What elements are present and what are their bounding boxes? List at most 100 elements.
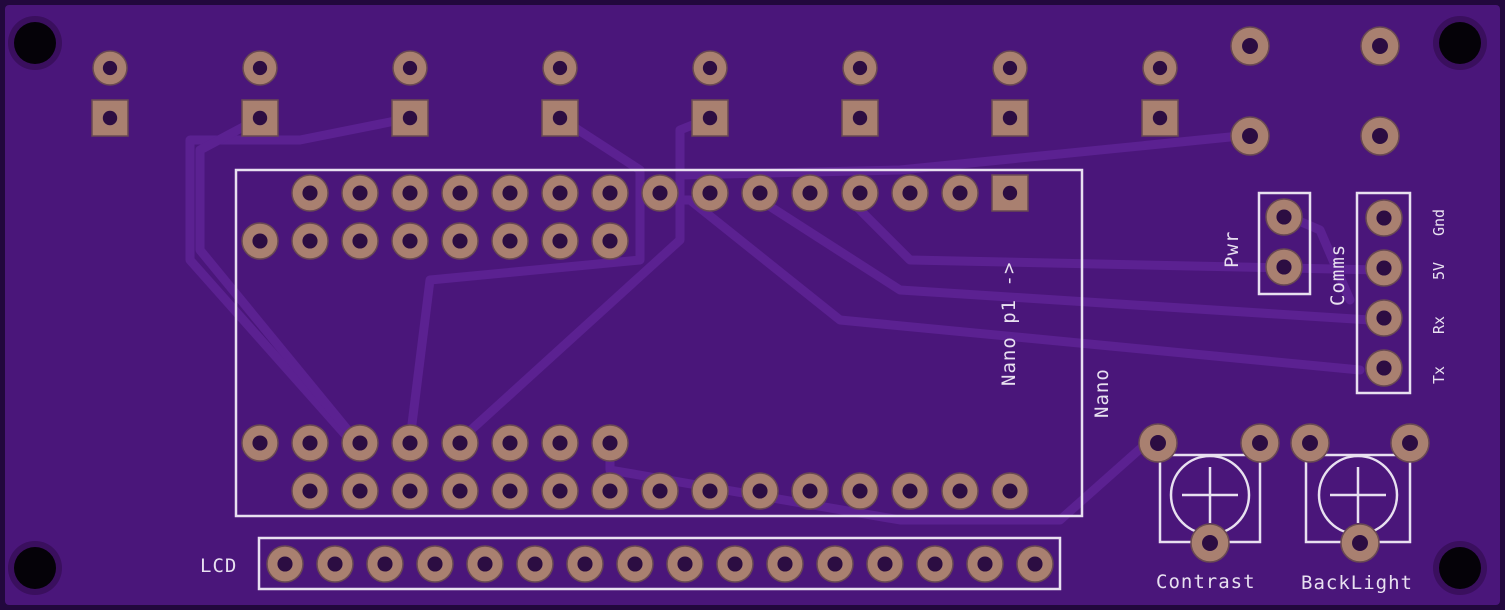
nano-pad-hole — [302, 185, 318, 201]
nano-pad-hole — [802, 185, 818, 201]
nano-outline — [234, 168, 1084, 518]
lcd-pad-hole — [877, 556, 893, 572]
nano-pad-hole — [302, 233, 318, 249]
nano-pad-hole — [602, 233, 618, 249]
backlight-pot-pad-hole — [1402, 435, 1418, 451]
nano-pin1-pad — [991, 174, 1029, 212]
lcd-pad-hole — [577, 556, 593, 572]
lcd-pad-hole — [927, 556, 943, 572]
nano-pad-hole — [752, 483, 768, 499]
nano-pad-hole — [502, 185, 518, 201]
nano-pad-hole — [502, 233, 518, 249]
pwr-pad-hole — [1276, 259, 1292, 275]
header-pad-hole — [402, 60, 418, 76]
gnd-label: Gnd — [1430, 209, 1448, 236]
nano-pad-hole — [602, 185, 618, 201]
copper-trace — [755, 195, 1375, 325]
tx-label: Tx — [1430, 366, 1448, 384]
nano-pad-hole — [952, 185, 968, 201]
5v-label: 5V — [1430, 262, 1448, 280]
nano-pad-hole — [402, 483, 418, 499]
pwr-label: Pwr — [1221, 231, 1243, 268]
header-pad-hole — [1002, 60, 1018, 76]
nano-pad-hole — [452, 185, 468, 201]
comms-pad-hole — [1376, 260, 1392, 276]
mount-hole — [1439, 547, 1481, 589]
header-pad-square-hole — [852, 110, 868, 126]
header-pad-hole — [1152, 60, 1168, 76]
header-pad-square-hole — [102, 110, 118, 126]
header-pad-square-hole — [1002, 110, 1018, 126]
nano-pad-hole — [502, 435, 518, 451]
silkscreen-outlines — [234, 168, 1412, 591]
nano-pad-hole — [552, 435, 568, 451]
nano-label: Nano — [1091, 368, 1113, 418]
nano-pad-hole — [452, 483, 468, 499]
mount-holes — [8, 16, 1487, 595]
comms-pad-hole — [1376, 210, 1392, 226]
copper-trace — [185, 113, 415, 445]
nano-pad-hole — [452, 233, 468, 249]
lcd-pad-hole — [627, 556, 643, 572]
lcd-pad-hole — [827, 556, 843, 572]
header-pad-hole — [852, 60, 868, 76]
nano-pad-hole — [552, 233, 568, 249]
nano-pad-hole — [302, 435, 318, 451]
nano-pad-hole — [1002, 483, 1018, 499]
mount-hole — [14, 547, 56, 589]
header-pad-hole — [552, 60, 568, 76]
nano-pad-hole — [952, 483, 968, 499]
backlight-pot-pad-hole — [1352, 535, 1368, 551]
nano-pad-hole — [452, 435, 468, 451]
nano-pad-hole — [302, 483, 318, 499]
lcd-pad-hole — [777, 556, 793, 572]
nano-pin1-pad-hole — [1002, 185, 1018, 201]
nano-pad-hole — [402, 185, 418, 201]
lcd-pad-hole — [477, 556, 493, 572]
copper-trace — [605, 435, 1155, 525]
nano-pad-hole — [552, 185, 568, 201]
nano-pad-hole — [802, 483, 818, 499]
nano-pad-hole — [602, 435, 618, 451]
nano-pad-hole — [852, 483, 868, 499]
nano-pad-hole — [602, 483, 618, 499]
header-pad-square — [541, 99, 579, 137]
lcd-pad-hole — [327, 556, 343, 572]
lcd-pad-hole — [377, 556, 393, 572]
header-pad-square-hole — [252, 110, 268, 126]
lcd-pad-hole — [1027, 556, 1043, 572]
nano-pad-hole — [352, 483, 368, 499]
contrast-label: Contrast — [1156, 571, 1256, 593]
mount-hole — [1439, 22, 1481, 64]
header-pad-square-hole — [1152, 110, 1168, 126]
nano-pad-hole — [652, 185, 668, 201]
lcd-pad-hole — [977, 556, 993, 572]
pwr-pad-hole — [1276, 209, 1292, 225]
nano-pad-hole — [552, 483, 568, 499]
backlight-label: BackLight — [1301, 572, 1413, 594]
header-pad-hole — [102, 60, 118, 76]
contrast-pot-pad-hole — [1150, 435, 1166, 451]
copper-trace — [405, 113, 645, 445]
nano-pad-hole — [502, 483, 518, 499]
lcd-label: LCD — [200, 555, 237, 577]
header-pad-hole — [252, 60, 268, 76]
power-pad-hole — [1242, 38, 1258, 54]
rx-label: Rx — [1430, 316, 1448, 334]
header-pad-square-hole — [402, 110, 418, 126]
nano-pad-hole — [902, 185, 918, 201]
nano-pad-hole — [352, 435, 368, 451]
nano-pad-hole — [352, 185, 368, 201]
nano-pad-hole — [702, 483, 718, 499]
header-pad-square-hole — [552, 110, 568, 126]
contrast-pot-pad-hole — [1252, 435, 1268, 451]
copper-pour — [5, 5, 1500, 605]
lcd-pad-hole — [677, 556, 693, 572]
nano-pad-hole — [902, 483, 918, 499]
mount-hole — [14, 22, 56, 64]
nano-pad-hole — [852, 185, 868, 201]
nano-pad-hole — [702, 185, 718, 201]
pads — [91, 26, 1430, 583]
nano-pad-hole — [402, 435, 418, 451]
backlight-pot-pad-hole — [1302, 435, 1318, 451]
